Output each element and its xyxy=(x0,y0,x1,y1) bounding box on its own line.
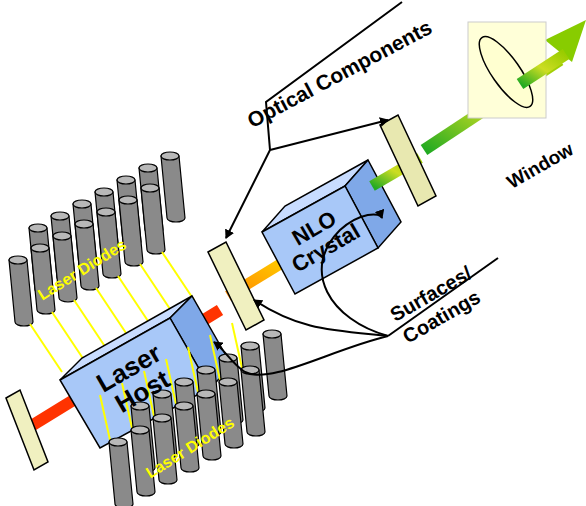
diode-cap xyxy=(119,196,137,204)
crystal-front xyxy=(262,186,378,294)
diode-cap xyxy=(73,200,91,208)
diode-cap xyxy=(117,176,135,184)
diode-body xyxy=(241,370,265,436)
diode-body xyxy=(119,200,143,266)
output-mirror xyxy=(380,115,436,206)
pump-light xyxy=(30,324,62,372)
output-beam-through xyxy=(520,54,566,84)
pump-light xyxy=(52,312,84,360)
diode-body xyxy=(141,188,165,254)
callout-label: Optical Components xyxy=(244,15,437,133)
leader-arrow xyxy=(226,150,270,238)
diode-cap xyxy=(97,208,115,216)
diode-cap xyxy=(175,378,193,386)
diode-cap xyxy=(109,438,127,446)
diode-cap xyxy=(31,244,49,252)
diode-body xyxy=(109,442,133,506)
diode-cap xyxy=(131,426,149,434)
end-mirror xyxy=(6,390,48,470)
leader-arrow xyxy=(254,300,388,336)
diode-cap xyxy=(141,184,159,192)
pump-light xyxy=(118,276,150,324)
diode-cap xyxy=(9,256,27,264)
pump-light xyxy=(100,395,110,440)
pump-light xyxy=(140,264,172,312)
diode-cap xyxy=(139,164,157,172)
diode-cap xyxy=(197,390,215,398)
diode-body xyxy=(9,260,33,326)
diode-cap xyxy=(153,414,171,422)
diode-cap xyxy=(263,330,281,338)
pump-light xyxy=(96,288,128,336)
diode-body xyxy=(263,334,287,400)
diode-cap xyxy=(175,402,193,410)
diode-cap xyxy=(29,224,47,232)
cavity-mirror xyxy=(208,242,264,330)
diode-body xyxy=(161,156,185,222)
diode-cap xyxy=(53,232,71,240)
diode-cap xyxy=(95,188,113,196)
callout-label: Window xyxy=(503,138,577,193)
diode-cap xyxy=(51,212,69,220)
diode-cap xyxy=(197,366,215,374)
leader-arrow xyxy=(270,120,388,150)
pump-light xyxy=(162,252,194,300)
pump-light xyxy=(74,300,106,348)
callout-label: Surfaces/ Coatings xyxy=(386,251,506,349)
diode-cap xyxy=(219,378,237,386)
diode-cap xyxy=(241,342,259,350)
leader-arrow xyxy=(214,336,388,375)
diode-cap xyxy=(161,152,179,160)
diode-cap xyxy=(75,220,93,228)
